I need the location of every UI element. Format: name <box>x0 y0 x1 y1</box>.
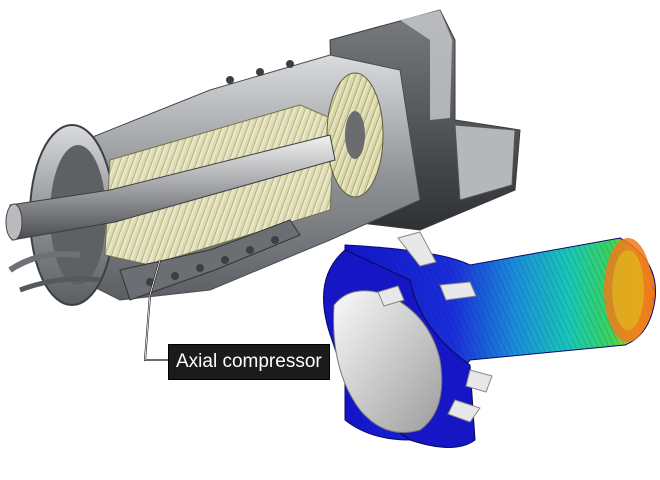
gas-turbine-cutaway <box>5 9 521 306</box>
callout-leader-line <box>143 259 170 361</box>
fem-mesh-model <box>323 231 657 448</box>
axial-compressor-label: Axial compressor <box>168 344 330 380</box>
